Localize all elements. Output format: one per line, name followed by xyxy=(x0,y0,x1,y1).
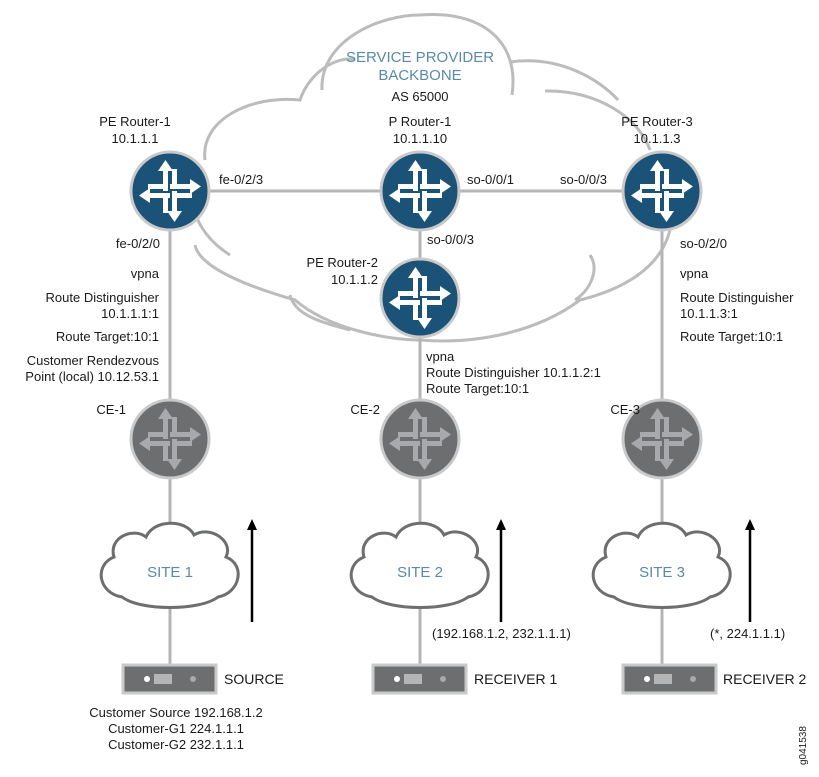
iface-pe3-ce3: so-0/2/0 xyxy=(680,236,727,251)
site-1-label: SITE 1 xyxy=(147,564,193,581)
pe3-route-target: Route Target:10:1 xyxy=(680,329,783,344)
source-info-line1: Customer Source 192.168.1.2 xyxy=(89,705,262,720)
backbone-title-line2: BACKBONE xyxy=(378,67,461,84)
ce-router-2[interactable] xyxy=(379,398,461,480)
pe3-vpn-instance: vpna xyxy=(680,266,709,281)
pe3-name: PE Router-3 xyxy=(621,114,693,129)
ce3-name: CE-3 xyxy=(610,402,640,417)
pe1-rd-label: Route Distinguisher xyxy=(46,290,160,305)
pe2-vpn-instance: vpna xyxy=(426,349,455,364)
p1-ip: 10.1.1.10 xyxy=(393,131,447,146)
source-info-line3: Customer-G2 232.1.1.1 xyxy=(108,737,244,752)
figure-id: g041538 xyxy=(798,726,809,765)
receiver-1-label: RECEIVER 1 xyxy=(474,671,557,687)
site-1-cloud: SITE 1 xyxy=(99,521,240,609)
iface-pe3-p1: so-0/0/3 xyxy=(560,172,607,187)
pe1-rd-value: 10.1.1.1:1 xyxy=(101,306,159,321)
receiver-2-host[interactable] xyxy=(621,663,718,695)
join-arrow-site1 xyxy=(247,519,257,622)
pe1-rp-line2: Point (local) 10.12.53.1 xyxy=(25,369,159,384)
receiver-2-label: RECEIVER 2 xyxy=(723,671,806,687)
pe3-rd-label: Route Distinguisher xyxy=(680,290,794,305)
pe-router-2[interactable] xyxy=(379,257,461,339)
ce-router-3[interactable] xyxy=(621,398,703,480)
pe2-rd-line: Route Distinguisher 10.1.1.2:1 xyxy=(426,365,601,380)
iface-p1-pe3: so-0/0/1 xyxy=(467,172,514,187)
ce2-name: CE-2 xyxy=(350,402,380,417)
pe2-name: PE Router-2 xyxy=(306,255,378,270)
pe1-name: PE Router-1 xyxy=(99,114,171,129)
source-host[interactable] xyxy=(121,663,218,695)
iface-pe1-ce1: fe-0/2/0 xyxy=(116,236,160,251)
join-arrow-site3 xyxy=(745,519,755,622)
ce1-name: CE-1 xyxy=(96,402,126,417)
join-arrow-site2 xyxy=(496,519,506,622)
backbone-title-line1: SERVICE PROVIDER xyxy=(346,49,494,66)
receiver2-join-label: (*, 224.1.1.1) xyxy=(710,626,785,641)
pe1-rp-line1: Customer Rendezvous xyxy=(27,353,160,368)
site-2-label: SITE 2 xyxy=(397,564,443,581)
iface-pe1-p1: fe-0/2/3 xyxy=(219,172,263,187)
pe1-route-target: Route Target:10:1 xyxy=(56,329,159,344)
pe-router-3[interactable] xyxy=(621,150,703,232)
site-2-cloud: SITE 2 xyxy=(349,521,490,609)
pe1-ip: 10.1.1.1 xyxy=(112,131,159,146)
p1-name: P Router-1 xyxy=(389,114,452,129)
source-label: SOURCE xyxy=(224,671,284,687)
p-router-1[interactable] xyxy=(379,150,461,232)
backbone-as-number: AS 65000 xyxy=(391,89,448,104)
pe3-rd-value: 10.1.1.3:1 xyxy=(680,306,738,321)
iface-p1-pe2: so-0/0/3 xyxy=(427,232,474,247)
source-info-line2: Customer-G1 224.1.1.1 xyxy=(108,721,244,736)
pe2-route-target: Route Target:10:1 xyxy=(426,381,529,396)
pe2-ip: 10.1.1.2 xyxy=(331,272,378,287)
ce-router-1[interactable] xyxy=(129,398,211,480)
pe3-ip: 10.1.1.3 xyxy=(634,131,681,146)
pe-router-1[interactable] xyxy=(129,150,211,232)
receiver1-join-label: (192.168.1.2, 232.1.1.1) xyxy=(432,626,571,641)
receiver-1-host[interactable] xyxy=(371,663,468,695)
site-3-cloud: SITE 3 xyxy=(591,521,732,609)
site-3-label: SITE 3 xyxy=(639,564,685,581)
pe1-vpn-instance: vpna xyxy=(131,266,160,281)
